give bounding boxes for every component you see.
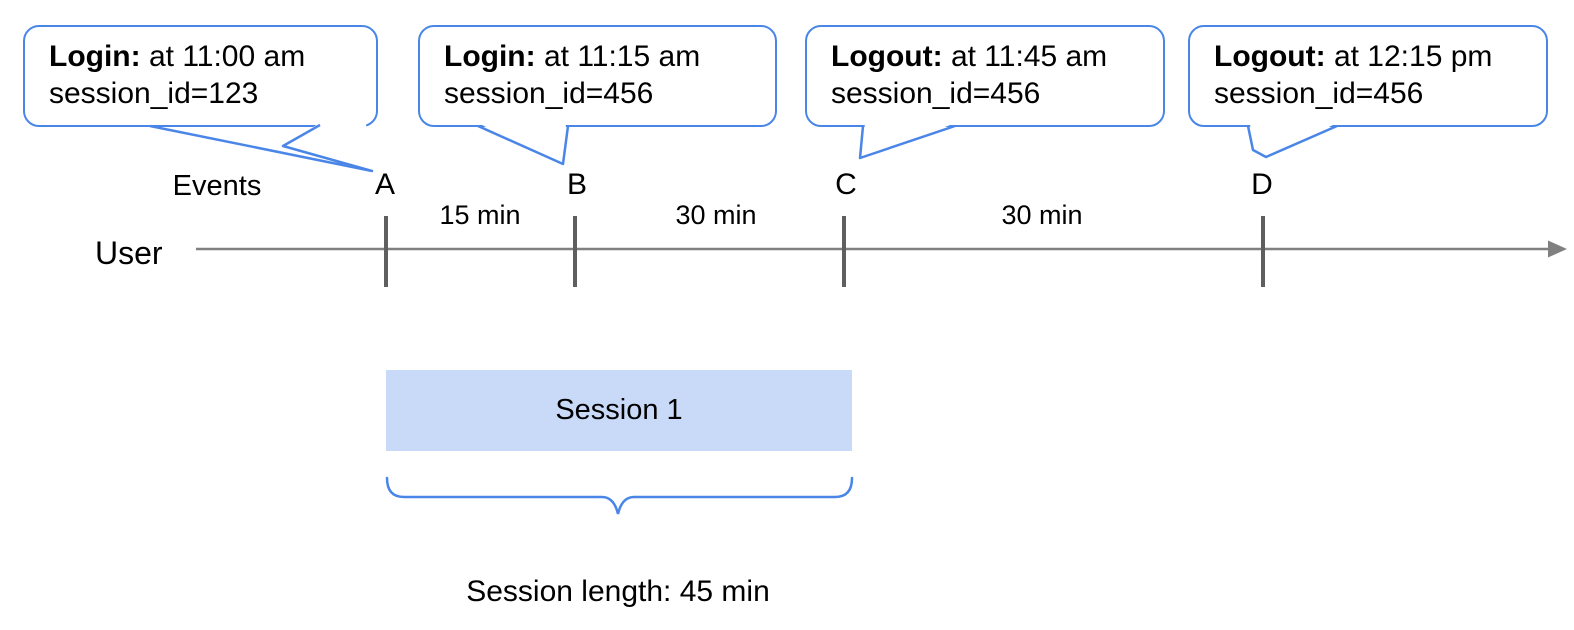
callout-line-1: Login: at 11:15 am — [444, 38, 765, 75]
callout-logout-c: Logout: at 11:45 am session_id=456 — [805, 25, 1165, 127]
session-length-label: Session length: 45 min — [466, 575, 770, 608]
event-time-label: at 12:15 pm — [1325, 40, 1493, 73]
callout-tail-d — [1246, 124, 1338, 159]
session-id-label: session_id=456 — [1214, 77, 1424, 110]
event-time-label: at 11:15 am — [535, 40, 701, 73]
session-id-label: session_id=456 — [444, 77, 654, 110]
event-letter-c: C — [835, 168, 857, 201]
callout-login-b: Login: at 11:15 am session_id=456 — [418, 25, 777, 127]
callout-tail-b — [477, 124, 570, 166]
event-letter-d: D — [1251, 168, 1273, 201]
session-id-label: session_id=123 — [49, 77, 259, 110]
interval-label-ab: 15 min — [439, 200, 521, 230]
callout-line-1: Logout: at 12:15 pm — [1214, 38, 1536, 75]
event-time-label: at 11:45 am — [942, 40, 1108, 73]
session-length-brace — [385, 476, 854, 515]
session-1-label: Session 1 — [555, 394, 683, 426]
event-type-label: Login: — [49, 40, 141, 73]
event-type-label: Logout: — [1214, 40, 1326, 73]
session-1-box: Session 1 — [386, 370, 852, 451]
event-type-label: Login: — [444, 40, 536, 73]
event-time-label: at 11:00 am — [140, 40, 306, 73]
event-letter-b: B — [566, 168, 588, 201]
session-id-label: session_id=456 — [831, 77, 1041, 110]
callout-line-1: Login: at 11:00 am — [49, 38, 366, 75]
events-label: Events — [172, 170, 262, 202]
interval-label-cd: 30 min — [1001, 200, 1083, 230]
event-type-label: Logout: — [831, 40, 943, 73]
callout-tail-a — [149, 123, 374, 173]
callout-tail-c — [858, 124, 956, 160]
callout-logout-d: Logout: at 12:15 pm session_id=456 — [1188, 25, 1548, 127]
callout-line-1: Logout: at 11:45 am — [831, 38, 1153, 75]
timeline-arrowhead — [1548, 240, 1567, 258]
axis-user-label: User — [95, 235, 163, 271]
interval-label-bc: 30 min — [675, 200, 757, 230]
event-letter-a: A — [374, 168, 396, 201]
callout-login-a: Login: at 11:00 am session_id=123 — [23, 25, 378, 127]
